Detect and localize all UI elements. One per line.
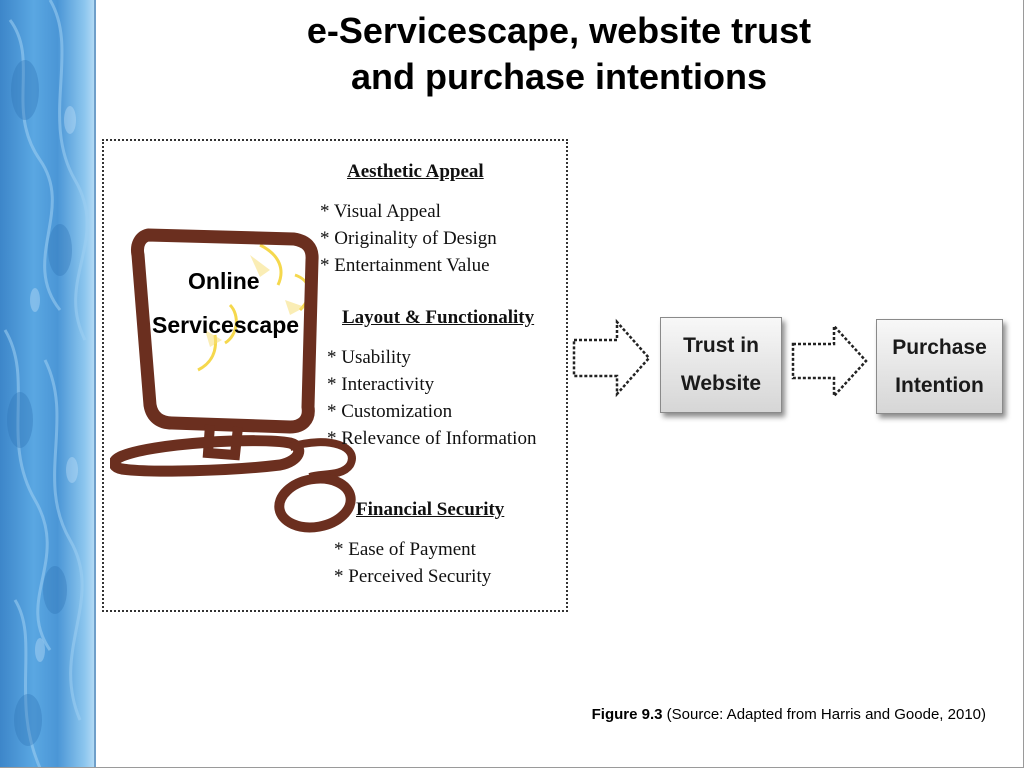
trust-box-line-2: Website <box>680 372 762 395</box>
list-item: * Visual Appeal <box>320 201 441 222</box>
category-title-aesthetic: Aesthetic Appeal <box>347 161 484 182</box>
trust-in-website-box: Trust in Website <box>660 317 782 413</box>
arrow-right-icon <box>791 322 868 400</box>
e-servicescape-box <box>102 139 568 612</box>
arrow-right-icon <box>572 318 651 398</box>
list-item: * Ease of Payment <box>334 539 476 560</box>
list-item: * Interactivity <box>327 374 435 395</box>
figure-number: Figure 9.3 <box>591 706 663 723</box>
purchase-intention-box: Purchase Intention <box>876 319 1003 414</box>
figure-source: (Source: Adapted from Harris and Goode, … <box>666 706 986 723</box>
title-line-1: e-Servicescape, website trust <box>306 10 812 51</box>
category-list-financial: * Ease of Payment * Perceived Security <box>334 536 491 590</box>
purchase-box-line-1: Purchase <box>892 335 987 359</box>
list-item: * Perceived Security <box>334 566 492 587</box>
purchase-box-line-2: Intention <box>895 373 984 397</box>
list-item: * Usability <box>327 347 411 368</box>
screen-label-servicescape: Servicescape <box>152 312 300 338</box>
list-item: * Relevance of Information <box>327 428 537 449</box>
list-item: * Originality of Design <box>320 228 497 249</box>
trust-box-line-1: Trust in <box>683 334 759 357</box>
water-texture <box>3 0 89 768</box>
side-band-edge <box>94 0 96 768</box>
slide-title: e-Servicescape, website trust and purcha… <box>200 8 918 100</box>
title-line-2: and purchase intentions <box>350 56 768 97</box>
side-decoration-band <box>0 0 96 768</box>
category-title-financial: Financial Security <box>356 499 505 520</box>
list-item: * Entertainment Value <box>320 255 490 276</box>
list-item: * Customization <box>327 401 453 422</box>
screen-label-online: Online <box>188 268 260 294</box>
category-list-aesthetic: * Visual Appeal * Originality of Design … <box>320 198 497 279</box>
category-title-layout: Layout & Functionality <box>342 307 535 328</box>
figure-caption: Figure 9.3 (Source: Adapted from Harris … <box>592 706 986 723</box>
category-list-layout: * Usability * Interactivity * Customizat… <box>327 344 536 452</box>
computer-icon <box>110 228 356 533</box>
